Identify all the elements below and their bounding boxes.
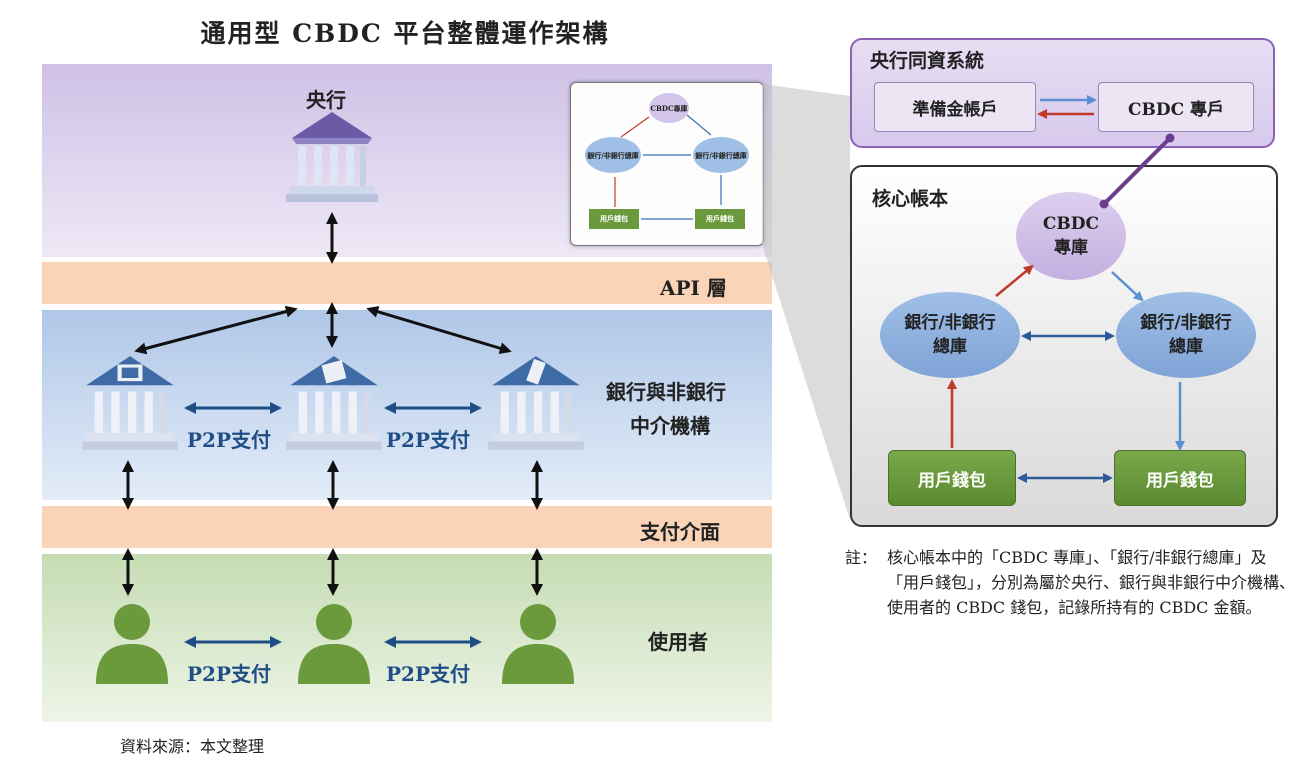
p2p-label-user-2: P2P支付 — [386, 662, 470, 686]
thumb-wallet-1: 用戶錢包 — [589, 209, 639, 229]
arrow-cbdc-to-bank-right — [1111, 271, 1144, 302]
bank-monitor-icon — [82, 356, 178, 450]
central-bank-label: 央行 — [306, 88, 346, 112]
bank-vault-node-right: 銀行/非銀行總庫 — [1116, 292, 1256, 378]
bank-mobile-icon — [488, 356, 584, 450]
footnote-head: 註： — [845, 548, 878, 567]
p2p-label-inst-1: P2P支付 — [187, 428, 271, 452]
intermediaries-label-line2: 中介機構 — [630, 414, 710, 438]
intermediaries-label-line1: 銀行與非銀行 — [606, 380, 726, 404]
source-caption: 資料來源：本文整理 — [120, 737, 265, 756]
payment-interface-band — [42, 506, 772, 548]
bank-building-icon — [286, 112, 378, 202]
bank-vault-left-line2: 總庫 — [933, 337, 967, 357]
sync-system-title: 央行同資系統 — [870, 50, 985, 72]
arrow-api-inst-right — [366, 305, 512, 355]
user-wallet-left: 用戶錢包 — [888, 450, 1016, 506]
arrow-bank-left-to-cbdc — [995, 264, 1034, 297]
connector-cbdc-account-vault — [1102, 136, 1172, 206]
user-icon — [96, 604, 168, 684]
thumb-bank-vault-2: 銀行/非銀行總庫 — [693, 137, 749, 173]
api-layer-label: API 層 — [660, 276, 727, 300]
thumb-arrows — [614, 114, 722, 220]
payment-interface-label: 支付介面 — [640, 520, 720, 544]
reserve-account-box: 準備金帳戶 — [874, 82, 1036, 132]
user-icon — [502, 604, 574, 684]
thumb-cbdc-vault: CBDC專庫 — [649, 93, 689, 123]
p2p-label-inst-2: P2P支付 — [386, 428, 470, 452]
thumb-wallet-2: 用戶錢包 — [695, 209, 745, 229]
bank-vault-node-left: 銀行/非銀行總庫 — [880, 292, 1020, 378]
diagram-title: 通用型 CBDC 平台整體運作架構 — [200, 19, 610, 48]
core-ledger-title: 核心帳本 — [872, 188, 949, 210]
bank-card-icon — [286, 356, 382, 450]
thumb-bank-vault-1: 銀行/非銀行總庫 — [585, 137, 641, 173]
bank-vault-right-line1: 銀行/非銀行 — [1140, 313, 1232, 333]
cbdc-vault-line1: CBDC — [1042, 214, 1100, 234]
api-layer-band — [42, 262, 772, 304]
footnote-body: 核心帳本中的「CBDC 專庫」、「銀行/非銀行總庫」及「用戶錢包」，分別為屬於央… — [887, 548, 1296, 617]
p2p-label-user-1: P2P支付 — [187, 662, 271, 686]
users-label: 使用者 — [648, 630, 708, 654]
user-wallet-right: 用戶錢包 — [1114, 450, 1246, 506]
cbdc-account-box: CBDC 專戶 — [1098, 82, 1254, 132]
cbdc-vault-line2: 專庫 — [1053, 238, 1088, 258]
bank-vault-right-line2: 總庫 — [1169, 337, 1203, 357]
bank-vault-left-line1: 銀行/非銀行 — [904, 313, 996, 333]
cbdc-vault-node: CBDC 專庫 — [1016, 192, 1126, 280]
user-icon — [298, 604, 370, 684]
arrow-api-inst-left — [134, 305, 298, 355]
core-ledger-thumbnail: CBDC專庫 銀行/非銀行總庫 銀行/非銀行總庫 用戶錢包 用戶錢包 — [570, 82, 764, 246]
